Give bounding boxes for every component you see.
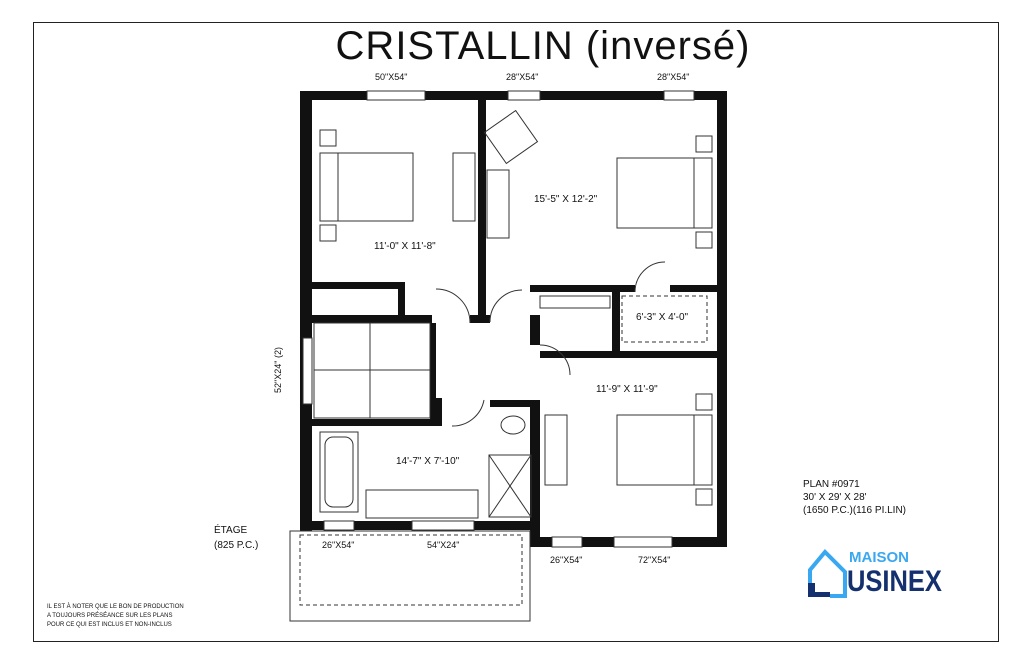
note-line: IL EST À NOTER QUE LE BON DE PRODUCTION <box>47 604 184 610</box>
logo-text-top: MAISON <box>849 549 909 566</box>
room-label: 11'-0" X 11'-8" <box>374 241 436 252</box>
plan-dimensions: 30' X 29' X 28' <box>803 492 867 503</box>
room-label: 14'-7" X 7'-10" <box>396 456 460 467</box>
plan-title: CRISTALLIN (inversé) <box>335 24 751 68</box>
window-label: 26"X54" <box>550 555 583 565</box>
floor-area: (825 P.C.) <box>214 540 259 551</box>
fixtures <box>289 109 713 622</box>
room-label: 11'-9" X 11'-9" <box>596 384 658 395</box>
window-label: 72"X54" <box>638 555 671 565</box>
disclaimer-note: IL EST À NOTER QUE LE BON DE PRODUCTION … <box>47 603 184 630</box>
plan-area: (1650 P.C.)(116 PI.LIN) <box>803 505 907 516</box>
window-label: 50"X54" <box>375 72 408 82</box>
page-border <box>33 22 999 642</box>
plan-info: PLAN #0971 30' X 29' X 28' (1650 P.C.)(1… <box>803 478 906 517</box>
note-line: POUR CE QUI EST INCLUS ET NON-INCLUS <box>47 622 172 628</box>
floor-label: ÉTAGE (825 P.C.) <box>214 523 258 553</box>
room-label: 6'-3" X 4'-0" <box>636 312 689 323</box>
note-line: A TOUJOURS PRÉSÉANCE SUR LES PLANS <box>47 613 173 619</box>
room-label: 15'-5" X 12'-2" <box>534 194 598 205</box>
logo-text-bottom: USINEX <box>847 565 942 598</box>
window-label: 54"X24" <box>427 540 460 550</box>
window-label: 28"X54" <box>506 72 539 82</box>
plan-number: PLAN #0971 <box>803 479 860 490</box>
windows <box>302 90 695 548</box>
floor-name: ÉTAGE <box>214 525 248 536</box>
window-label: 28"X54" <box>657 72 690 82</box>
window-label: 26"X54" <box>322 540 355 550</box>
